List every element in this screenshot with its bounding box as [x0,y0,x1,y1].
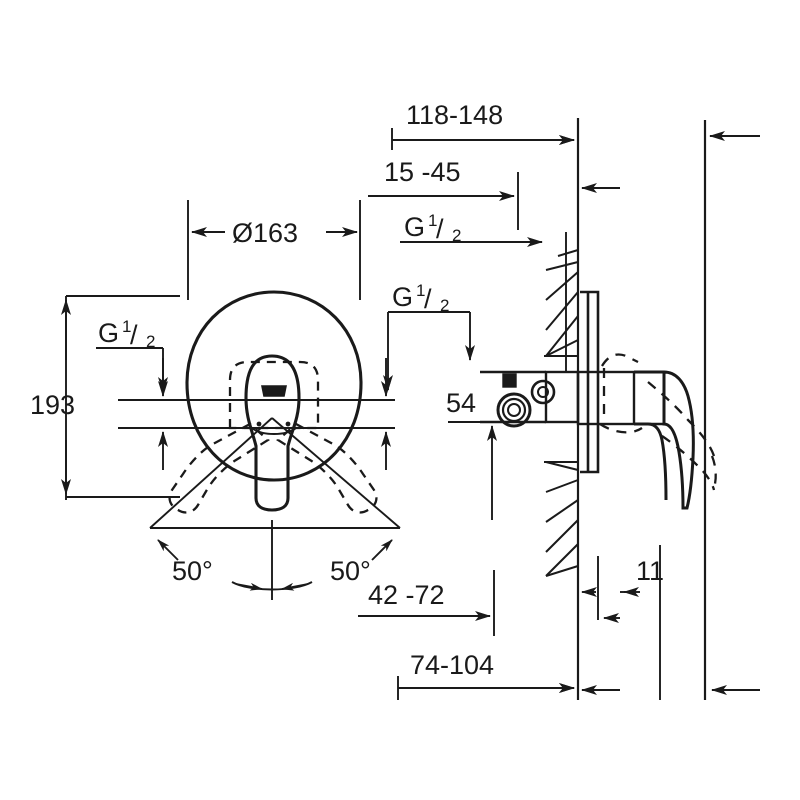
leader-g-half-top-right [400,232,567,372]
label-118-148: 118-148 [406,100,503,130]
label-15-45: 15 -45 [384,157,461,187]
g-letter-2: G [392,282,413,312]
angle-arrowheads [157,539,393,561]
angle-arc-arrows [231,581,313,591]
lever-handle-front [244,354,301,512]
g-denominator-1: 2 [452,226,461,245]
lever-handle-side [634,370,695,510]
escutcheon-plate-side [580,290,600,474]
wall-top-arrows [540,131,760,193]
extension-lines [65,200,400,600]
label-diameter-163: Ø163 [232,218,298,248]
dim-54 [448,421,520,520]
label-angle-left: 50° [172,556,213,586]
leader-g-half-middle [383,311,475,391]
leader-g-half-left [96,347,168,393]
label-g-half-left: G 1 / 2 [98,317,155,351]
label-angle-right: 50° [330,556,371,586]
bottom-right-arrows [540,683,760,695]
g-numerator-2: 1 [416,281,425,300]
dim-42-72 [358,570,495,636]
wall-hatch-lower [544,461,579,577]
inlet-arrow-pair-left [118,358,175,470]
label-11: 11 [636,556,664,586]
g-numerator-3: 1 [122,317,131,336]
g-slash-1: / [436,214,444,244]
label-g-half-middle: G 1 / 2 [392,281,449,315]
label-193: 193 [30,390,75,420]
valve-port-detail [496,373,556,428]
handle-swing-positions [168,360,378,514]
g-letter-3: G [98,318,119,348]
label-54: 54 [446,388,476,418]
g-numerator-1: 1 [428,211,437,230]
dim-118-148 [391,128,575,150]
angle-leader-lines [149,417,401,529]
dim-11 [581,545,661,700]
dim-15-45 [368,172,519,230]
g-letter-1: G [404,212,425,242]
escutcheon-outline [185,290,363,482]
g-slash-2: / [424,284,432,314]
label-74-104: 74-104 [410,650,494,680]
label-42-72: 42 -72 [368,580,445,610]
g-denominator-2: 2 [440,296,449,315]
wall-hatch-upper [544,249,579,357]
label-g-half-top-right: G 1 / 2 [404,211,461,245]
g-slash-3: / [130,320,138,350]
lever-handle-raised-dashed [599,353,717,491]
g-denominator-3: 2 [146,332,155,351]
